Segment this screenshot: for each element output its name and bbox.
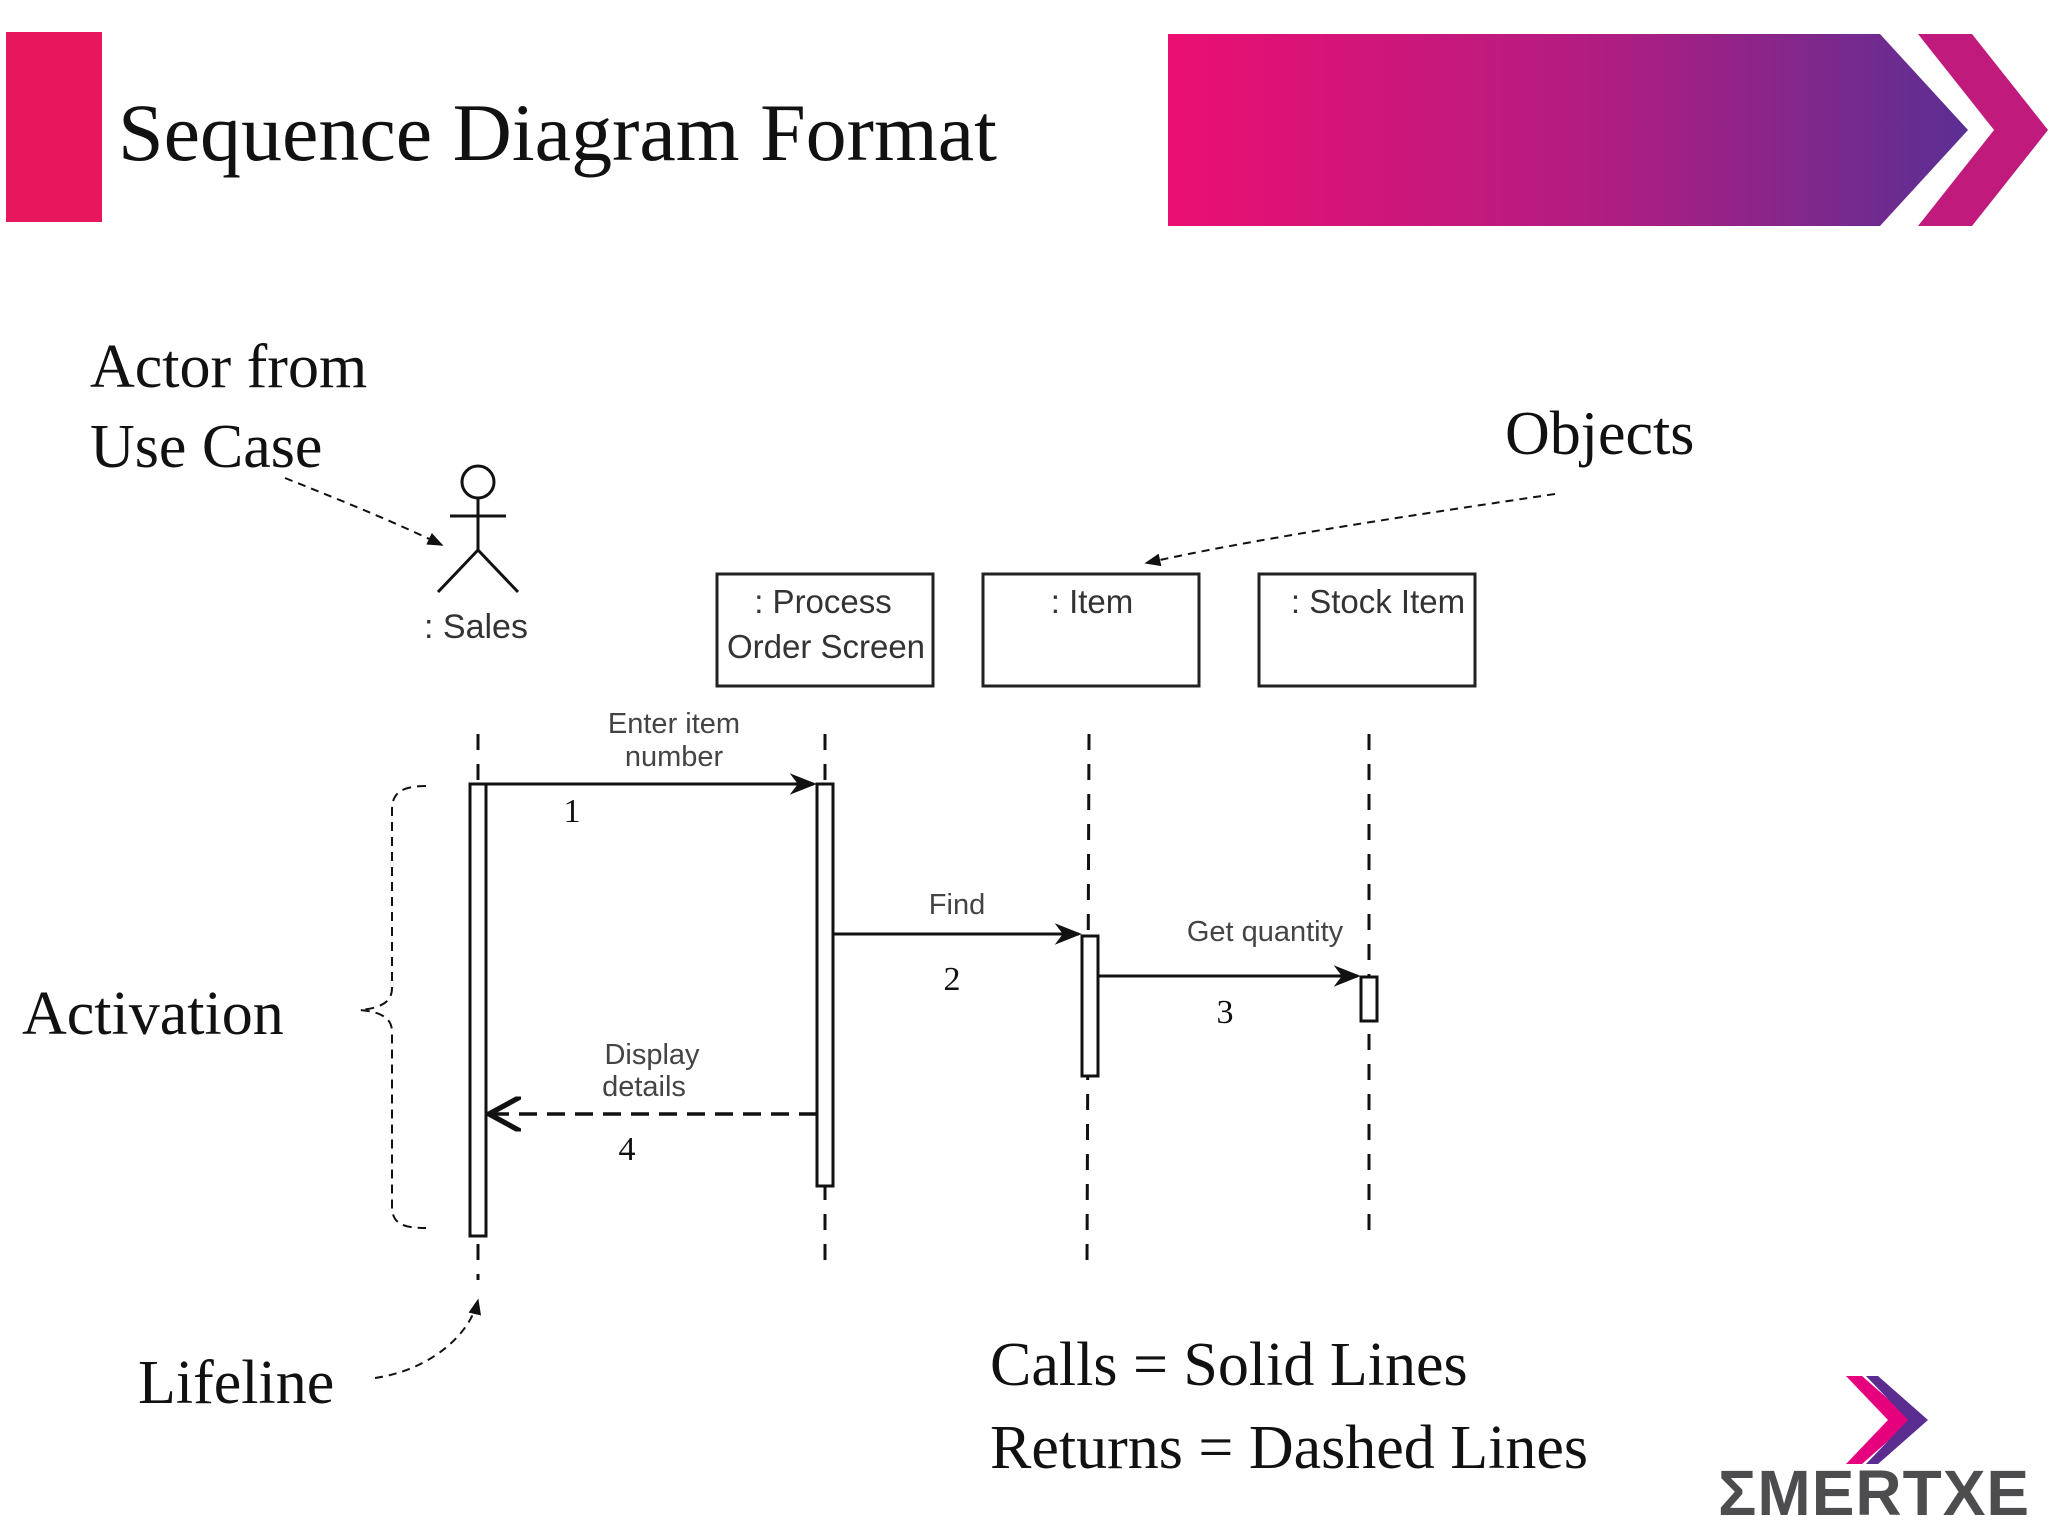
message-number: 3 xyxy=(1217,994,1234,1031)
legend-returns: Returns = Dashed Lines xyxy=(990,1414,1588,1482)
message-label-line1: Find xyxy=(929,889,985,921)
actor-annotation-line1: Actor from xyxy=(90,333,367,401)
message-number: 1 xyxy=(564,793,581,830)
actor-right-leg xyxy=(476,548,520,594)
message-1-enter-item-number: Enter item number 1 xyxy=(486,708,817,830)
object-label-line1: : Process xyxy=(754,583,892,620)
lifelines xyxy=(476,733,1371,1280)
lifeline-pointer-arrow xyxy=(374,1298,482,1379)
actor-pointer-arrow xyxy=(284,477,444,546)
object-box xyxy=(715,572,935,688)
objects-annotation: Objects xyxy=(1505,400,1694,468)
message-label-line1: Get quantity xyxy=(1187,916,1344,948)
message-label-line1: Display xyxy=(604,1039,700,1071)
emertxe-chevron-icon xyxy=(1846,1376,1928,1464)
activation-stock-item xyxy=(1359,975,1379,1023)
message-2-find: Find 2 xyxy=(833,889,1082,998)
logo-text: ΣMERTXE xyxy=(1718,1457,2030,1529)
legend-calls: Calls = Solid Lines xyxy=(990,1331,1468,1399)
message-label-line1: Enter item xyxy=(608,708,740,740)
actor-figure: : Sales xyxy=(424,464,528,646)
banner-arrow-shape xyxy=(1168,34,1968,226)
actor-annotation-line2: Use Case xyxy=(90,413,322,481)
lifeline-annotation: Lifeline xyxy=(138,1349,334,1417)
emertxe-logo: ΣMERTXE xyxy=(1718,1376,2030,1529)
activation-sales xyxy=(468,782,488,1238)
actor-head xyxy=(460,464,496,500)
message-3-get-quantity: Get quantity 3 xyxy=(1098,916,1361,1031)
object-item: : Item xyxy=(981,572,1201,688)
message-label-line2: number xyxy=(625,741,724,773)
actor-label: : Sales xyxy=(424,608,528,646)
message-number: 2 xyxy=(944,961,961,998)
object-box xyxy=(1257,572,1477,688)
title-accent-bar xyxy=(6,32,102,222)
object-label-line2: Order Screen xyxy=(727,628,925,665)
object-label-line1: : Stock Item xyxy=(1291,583,1465,620)
actor-left-leg xyxy=(436,548,480,594)
object-process-order-screen: : Process Order Screen xyxy=(715,572,935,688)
message-4-display-details: Display details 4 xyxy=(489,1039,817,1168)
slide-title: Sequence Diagram Format xyxy=(118,87,997,178)
activation-bars xyxy=(468,782,1379,1238)
object-box xyxy=(981,572,1201,688)
message-label-line2: details xyxy=(602,1071,686,1103)
activation-annotation: Activation xyxy=(22,980,284,1048)
message-number: 4 xyxy=(619,1131,636,1168)
object-stock-item: : Stock Item xyxy=(1257,572,1477,688)
header-banner xyxy=(1168,34,2048,226)
object-label-line1: : Item xyxy=(1051,583,1134,620)
banner-chevron-icon xyxy=(1918,34,2048,226)
activation-brace xyxy=(359,785,427,1229)
objects-pointer-arrow xyxy=(1144,493,1556,567)
activation-process-order-screen xyxy=(815,782,835,1188)
header: Sequence Diagram Format xyxy=(6,32,2048,226)
activation-item xyxy=(1080,934,1100,1078)
